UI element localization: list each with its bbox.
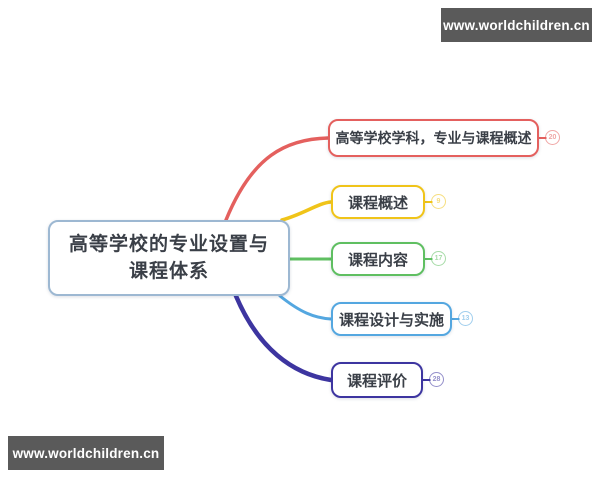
- branch-4-collapse-badge[interactable]: 13: [458, 311, 473, 326]
- edge-branch-1: [224, 136, 330, 222]
- branch-1-badge-count: 20: [548, 134, 557, 141]
- branch-3-badge-stub: [425, 258, 433, 260]
- branch-topic-1[interactable]: 高等学校学科，专业与课程概述: [328, 119, 539, 157]
- branch-topic-2-label: 课程概述: [347, 194, 408, 212]
- watermark-bottom-text: www.worldchildren.cn: [12, 445, 160, 461]
- branch-topic-1-label: 高等学校学科，专业与课程概述: [335, 130, 532, 146]
- branch-3-collapse-badge[interactable]: 17: [431, 251, 446, 266]
- edge-branch-4: [278, 294, 333, 321]
- branch-1-collapse-badge[interactable]: 20: [545, 130, 560, 145]
- edge-branch-5: [233, 293, 334, 383]
- edge-branch-2: [280, 200, 333, 222]
- branch-5-badge-count: 28: [432, 376, 441, 383]
- branch-2-badge-count: 9: [436, 198, 441, 205]
- root-topic[interactable]: 高等学校的专业设置与 课程体系: [48, 220, 290, 296]
- branch-topic-5-label: 课程评价: [346, 372, 407, 390]
- watermark-top-text: www.worldchildren.cn: [443, 17, 590, 33]
- branch-4-badge-stub: [452, 318, 460, 320]
- root-topic-label-line1: 高等学校的专业设置与: [68, 234, 269, 255]
- watermark-top-right: www.worldchildren.cn: [441, 8, 592, 42]
- branch-4-badge-count: 13: [461, 315, 470, 322]
- root-topic-label-line2: 课程体系: [128, 261, 209, 282]
- branch-topic-5[interactable]: 课程评价: [331, 362, 423, 398]
- branch-topic-4-label: 课程设计与实施: [338, 311, 444, 329]
- branch-2-badge-stub: [425, 201, 433, 203]
- branch-topic-3[interactable]: 课程内容: [331, 242, 425, 276]
- branch-topic-2[interactable]: 课程概述: [331, 185, 425, 219]
- branch-5-badge-stub: [423, 379, 431, 381]
- watermark-bottom-left: www.worldchildren.cn: [8, 436, 164, 470]
- branch-5-collapse-badge[interactable]: 28: [429, 372, 444, 387]
- branch-topic-3-label: 课程内容: [347, 251, 408, 269]
- branch-3-badge-count: 17: [434, 255, 443, 262]
- branch-topic-4[interactable]: 课程设计与实施: [331, 302, 452, 336]
- branch-2-collapse-badge[interactable]: 9: [431, 194, 446, 209]
- branch-1-badge-stub: [539, 137, 547, 139]
